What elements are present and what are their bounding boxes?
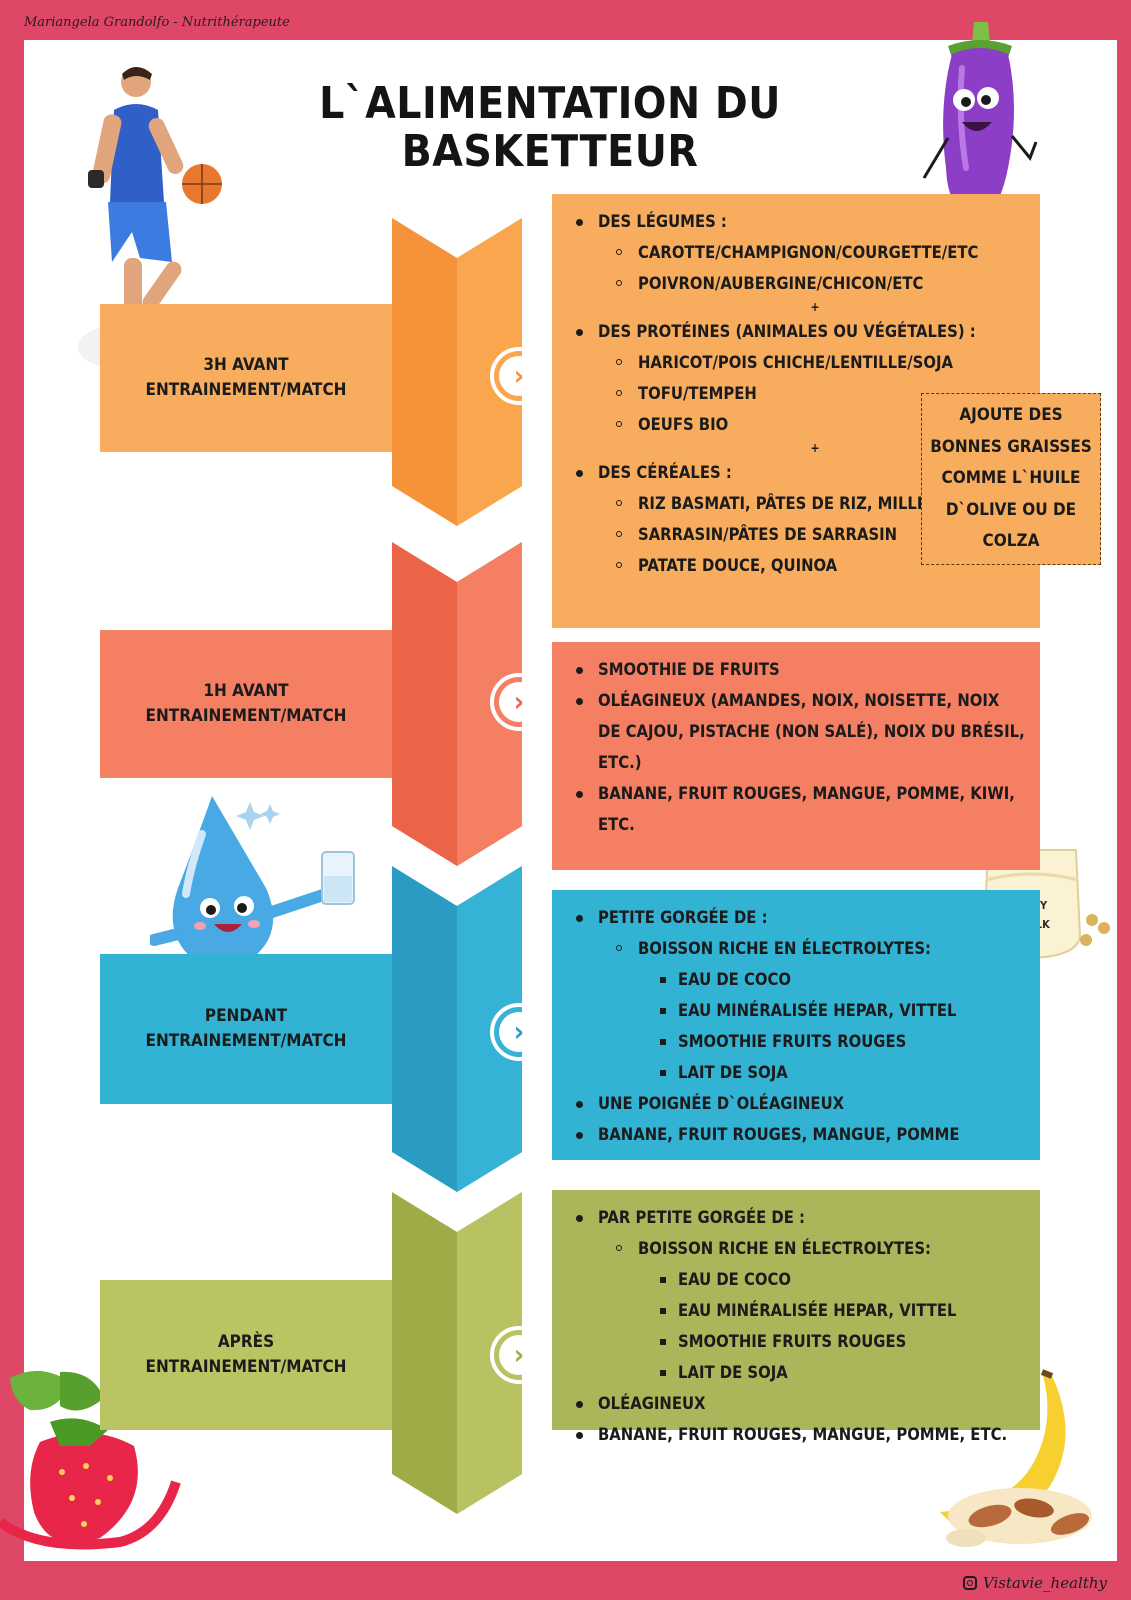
author-credit: Mariangela Grandolfo - Nutrithérapeute: [24, 15, 290, 30]
list-item: LAIT DE SOJA: [564, 1357, 1026, 1388]
good-fats-tip-box: AJOUTE DES BONNES GRAISSES COMME L`HUILE…: [921, 393, 1101, 565]
section-content-pendant: PETITE GORGÉE DE :BOISSON RICHE EN ÉLECT…: [552, 890, 1040, 1160]
list-item: BOISSON RICHE EN ÉLECTROLYTES:: [564, 1233, 1026, 1264]
arrow-circle-pendant: ›: [490, 1003, 548, 1061]
section-label-line: ENTRAINEMENT/MATCH: [145, 1031, 347, 1051]
chevron-pendant: [392, 866, 522, 1192]
list-item: RIZ BASMATI, PÂTES DE RIZ, MILLET: [564, 488, 1026, 519]
list-item: BANANE, FRUIT ROUGES, MANGUE, POMME: [564, 1119, 1026, 1150]
tip-line: BONNES GRAISSES: [930, 436, 1092, 457]
chevron-right-icon: ›: [499, 682, 539, 722]
arrow-circle-apres: ›: [490, 1326, 548, 1384]
list-item: OLÉAGINEUX (AMANDES, NOIX, NOISETTE, NOI…: [564, 685, 1026, 778]
plus-separator: +: [810, 440, 820, 455]
instagram-handle-text: Vistavie_healthy: [982, 1574, 1107, 1592]
list-item: HARICOT/POIS CHICHE/LENTILLE/SOJA: [564, 347, 1026, 378]
section-label-1h-avant: 1H AVANT ENTRAINEMENT/MATCH: [100, 630, 392, 778]
instagram-icon: [962, 1576, 977, 1590]
list-item: OEUFS BIO: [564, 409, 1026, 440]
chevron-apres: [392, 1192, 522, 1514]
section-label-line: 3H AVANT: [203, 354, 289, 375]
list-item: UNE POIGNÉE D`OLÉAGINEUX: [564, 1088, 1026, 1119]
list-item: BANANE, FRUIT ROUGES, MANGUE, POMME, KIW…: [564, 778, 1026, 840]
list-item: DES PROTÉINES (ANIMALES OU VÉGÉTALES) :: [564, 316, 1026, 347]
item-list: PETITE GORGÉE DE :BOISSON RICHE EN ÉLECT…: [564, 902, 1026, 1150]
section-label-line: ENTRAINEMENT/MATCH: [145, 706, 347, 726]
list-item: EAU MINÉRALISÉE HEPAR, VITTEL: [564, 995, 1026, 1026]
section-content-apres: PAR PETITE GORGÉE DE :BOISSON RICHE EN É…: [552, 1190, 1040, 1444]
list-item: SARRASIN/PÂTES DE SARRASIN: [564, 519, 1026, 550]
list-item: EAU DE COCO: [564, 1264, 1026, 1295]
arrow-circle-3h-avant: ›: [490, 347, 548, 405]
section-label-line: PENDANT: [204, 1005, 288, 1026]
list-item: DES LÉGUMES :: [564, 206, 1026, 237]
chevron-right-icon: ›: [499, 1335, 539, 1375]
list-item: BANANE, FRUIT ROUGES, MANGUE, POMME, ETC…: [564, 1419, 1026, 1450]
list-item: CAROTTE/CHAMPIGNON/COURGETTE/ETC: [564, 237, 1026, 268]
tip-line: COMME L`HUILE: [941, 468, 1081, 489]
list-item: SMOOTHIE FRUITS ROUGES: [564, 1026, 1026, 1057]
chevron-right-icon: ›: [499, 1012, 539, 1052]
list-item: PATATE DOUCE, QUINOA: [564, 550, 1026, 581]
arrow-circle-1h-avant: ›: [490, 673, 548, 731]
chevron-right-icon: ›: [499, 356, 539, 396]
item-list: DES LÉGUMES :CAROTTE/CHAMPIGNON/COURGETT…: [564, 206, 1026, 581]
tip-line: D`OLIVE OU DE: [945, 499, 1077, 520]
tip-line: AJOUTE DES: [959, 405, 1063, 426]
list-item: PAR PETITE GORGÉE DE :: [564, 1202, 1026, 1233]
list-item: EAU DE COCO: [564, 964, 1026, 995]
section-label-line: APRÈS: [217, 1331, 275, 1352]
list-item: PETITE GORGÉE DE :: [564, 902, 1026, 933]
section-label-line: ENTRAINEMENT/MATCH: [145, 1357, 347, 1377]
list-item: SMOOTHIE FRUITS ROUGES: [564, 1326, 1026, 1357]
section-label-line: ENTRAINEMENT/MATCH: [145, 380, 347, 400]
list-item: TOFU/TEMPEH: [564, 378, 1026, 409]
list-item: DES CÉRÉALES :: [564, 457, 1026, 488]
tip-line: COLZA: [982, 531, 1040, 552]
chevron-3h-avant: [392, 218, 522, 526]
section-label-line: 1H AVANT: [203, 680, 289, 701]
section-label-3h-avant: 3H AVANT ENTRAINEMENT/MATCH: [100, 304, 392, 452]
chevron-1h-avant: [392, 542, 522, 866]
page-title: L`ALIMENTATION DU BASKETTEUR: [319, 78, 781, 178]
water-drop-mascot-illustration: [150, 796, 355, 990]
section-label-pendant: PENDANT ENTRAINEMENT/MATCH: [100, 954, 392, 1104]
list-item: EAU MINÉRALISÉE HEPAR, VITTEL: [564, 1295, 1026, 1326]
list-item: BOISSON RICHE EN ÉLECTROLYTES:: [564, 933, 1026, 964]
banana-nuts-illustration: [940, 1369, 1092, 1547]
list-item: LAIT DE SOJA: [564, 1057, 1026, 1088]
list-item: SMOOTHIE DE FRUITS: [564, 654, 1026, 685]
item-list: PAR PETITE GORGÉE DE :BOISSON RICHE EN É…: [564, 1202, 1026, 1450]
instagram-handle[interactable]: Vistavie_healthy: [962, 1574, 1107, 1592]
section-label-apres: APRÈS ENTRAINEMENT/MATCH: [100, 1280, 392, 1430]
plus-separator: +: [810, 300, 820, 315]
list-item: POIVRON/AUBERGINE/CHICON/ETC: [564, 268, 1026, 299]
list-item: OLÉAGINEUX: [564, 1388, 1026, 1419]
